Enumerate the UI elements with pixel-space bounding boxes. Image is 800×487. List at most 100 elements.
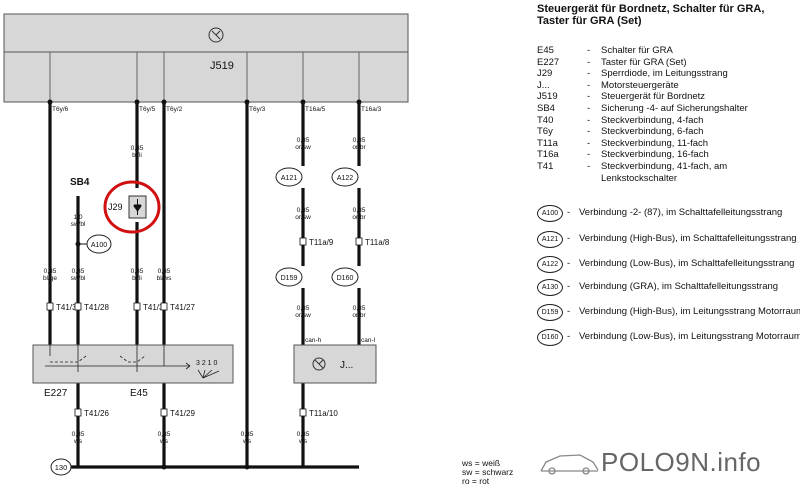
wire-gauge: 0,35 xyxy=(44,268,57,275)
legend-desc: Verbindung (High-Bus), im Leitungsstrang… xyxy=(579,306,800,317)
pin-label: T6y/6 xyxy=(52,106,69,113)
can-high-label: can-h xyxy=(305,337,322,344)
wire-gauge: 0,35 xyxy=(297,431,310,438)
can-low-label: can-l xyxy=(361,337,376,344)
legend-desc: Steckverbindung, 11-fach xyxy=(601,137,709,149)
pin-label: T16a/3 xyxy=(361,106,382,113)
wire-gauge: 0,35 xyxy=(353,137,366,144)
pin-label: T6y/5 xyxy=(139,106,156,113)
legend-entry: T41-Steckverbindung, 41-fach, am xyxy=(537,161,797,172)
legend-desc: Verbindung -2- (87), im Schalttafelleitu… xyxy=(579,207,783,218)
legend-code: J... xyxy=(537,79,550,91)
legend-entry: J29-Sperrdiode, im Leitungsstrang xyxy=(537,68,797,79)
legend-entry: SB4-Sicherung -4- auf Sicherungshalter xyxy=(537,103,797,114)
wire-gauge: 0,35 xyxy=(297,305,310,312)
legend-dash: - xyxy=(587,114,591,126)
wire-color: or/br xyxy=(352,214,366,221)
wire-gauge: 0,35 xyxy=(241,431,254,438)
legend-desc: Steckverbindung, 16-fach xyxy=(601,149,709,161)
legend-code: T6y xyxy=(537,126,553,138)
legend-connection: A121-Verbindung (High-Bus), im Schalttaf… xyxy=(537,231,797,257)
engine-control-unit xyxy=(293,344,377,384)
wire-color: or/br xyxy=(352,312,366,319)
legend-entry: E45-Schalter für GRA xyxy=(537,45,797,56)
switch-positions: 3 2 1 0 xyxy=(196,360,218,367)
legend-desc: Steckverbindung, 4-fach xyxy=(601,114,704,126)
svg-text:T11a/9: T11a/9 xyxy=(309,238,334,247)
svg-text:T41/26: T41/26 xyxy=(84,409,109,418)
diode-label-j29: J29 xyxy=(108,202,123,212)
connector-a121: A121 xyxy=(275,167,303,187)
wire-color: ws xyxy=(159,438,169,445)
legend-connection: D160-Verbindung (Low-Bus), im Leitungsst… xyxy=(537,329,800,355)
legend-desc: Verbindung (High-Bus), im Schalttafellei… xyxy=(579,233,797,244)
site-logo[interactable]: POLO9N.info xyxy=(601,447,762,477)
pin-label: T6y/2 xyxy=(166,106,183,113)
wire-gauge: 0,35 xyxy=(297,137,310,144)
wire-gauge: 0,35 xyxy=(72,268,85,275)
svg-text:A100: A100 xyxy=(91,242,107,249)
wire-color: or/br xyxy=(352,144,366,151)
legend-code: E227 xyxy=(537,56,560,68)
wire-gauge: 0,35 xyxy=(72,431,85,438)
wire-gauge: 0,35 xyxy=(297,207,310,214)
plug-t41-30: T41/30 xyxy=(46,302,81,312)
legend-desc: Sicherung -4- auf Sicherungshalter xyxy=(601,103,748,114)
legend-connection: A122-Verbindung (Low-Bus), im Schalttafe… xyxy=(537,256,797,282)
plug-t41-28: T41/28 xyxy=(74,302,109,312)
plug-t11a-9: T11a/9 xyxy=(299,237,334,247)
legend-entry: Lenkstockschalter xyxy=(537,173,797,184)
legend-code: J29 xyxy=(537,68,553,80)
wire-color: bl/li xyxy=(132,152,142,159)
connector-d160: D160 xyxy=(331,267,359,287)
svg-text:T11a/8: T11a/8 xyxy=(365,238,390,247)
legend-dash: - xyxy=(587,137,591,149)
color-key-item: sw = schwarz xyxy=(462,467,514,477)
color-key-item: ro = rot xyxy=(462,476,490,486)
wire-color: sw/bl xyxy=(71,275,86,282)
legend-entry: T6y-Steckverbindung, 6-fach xyxy=(537,126,797,137)
color-key-item: ws = weiß xyxy=(462,458,501,468)
plug-t41-26: T41/26 xyxy=(74,408,109,418)
legend-connection: A100-Verbindung -2- (87), im Schalttafel… xyxy=(537,205,797,231)
plug-t41-29: T41/29 xyxy=(160,408,195,418)
highlight-circle xyxy=(103,180,161,234)
plug-t41-31: T41/31 xyxy=(133,302,168,312)
wire-color: bl/li xyxy=(132,275,142,282)
legend-desc: Schalter für GRA xyxy=(601,45,673,56)
connection-badge: D160 xyxy=(537,329,563,346)
ground-connector-130: 130 xyxy=(50,458,72,476)
ground-symbol-icon xyxy=(312,357,326,371)
wire-gauge: 0,35 xyxy=(353,207,366,214)
legend-entry: J519-Steuergerät für Bordnetz xyxy=(537,91,797,102)
svg-text:T41/30: T41/30 xyxy=(56,303,81,312)
svg-text:D160: D160 xyxy=(337,275,354,282)
wire-gauge: 0,35 xyxy=(131,268,144,275)
color-key: ws = weiß sw = schwarz ro = rot xyxy=(462,459,513,486)
wire-color: bl/ge xyxy=(43,275,57,282)
pin-label: T16a/5 xyxy=(305,106,326,113)
legend-entry: J...-Motorsteuergeräte xyxy=(537,80,797,91)
j519-module-top xyxy=(3,13,409,53)
connector-a122: A122 xyxy=(331,167,359,187)
svg-text:T41/29: T41/29 xyxy=(170,409,195,418)
legend-dash: - xyxy=(587,149,591,161)
legend-title: Steuergerät für Bordnetz, Schalter für G… xyxy=(537,3,765,27)
legend-code: T11a xyxy=(537,137,558,149)
legend-entry: T11a -Steckverbindung, 11-fach xyxy=(537,138,797,149)
module-label-j519: J519 xyxy=(210,60,234,72)
switch-module-e45-e227 xyxy=(32,344,234,384)
svg-text:A121: A121 xyxy=(281,175,297,182)
legend-dash: - xyxy=(567,306,571,317)
car-logo-icon xyxy=(540,454,599,475)
svg-text:T41/27: T41/27 xyxy=(170,303,195,312)
wire-color: ws xyxy=(242,438,252,445)
legend-code: SB4 xyxy=(537,103,555,114)
wire-gauge: 0,35 xyxy=(131,145,144,152)
legend-entry: E227-Taster für GRA (Set) xyxy=(537,57,797,68)
legend-connection: A130-Verbindung (GRA), im Schalttafellei… xyxy=(537,279,797,305)
legend-connection: D159-Verbindung (High-Bus), im Leitungss… xyxy=(537,304,800,330)
legend-dash: - xyxy=(587,45,591,56)
plug-t11a-8: T11a/8 xyxy=(355,237,390,247)
connector-d159: D159 xyxy=(275,267,303,287)
